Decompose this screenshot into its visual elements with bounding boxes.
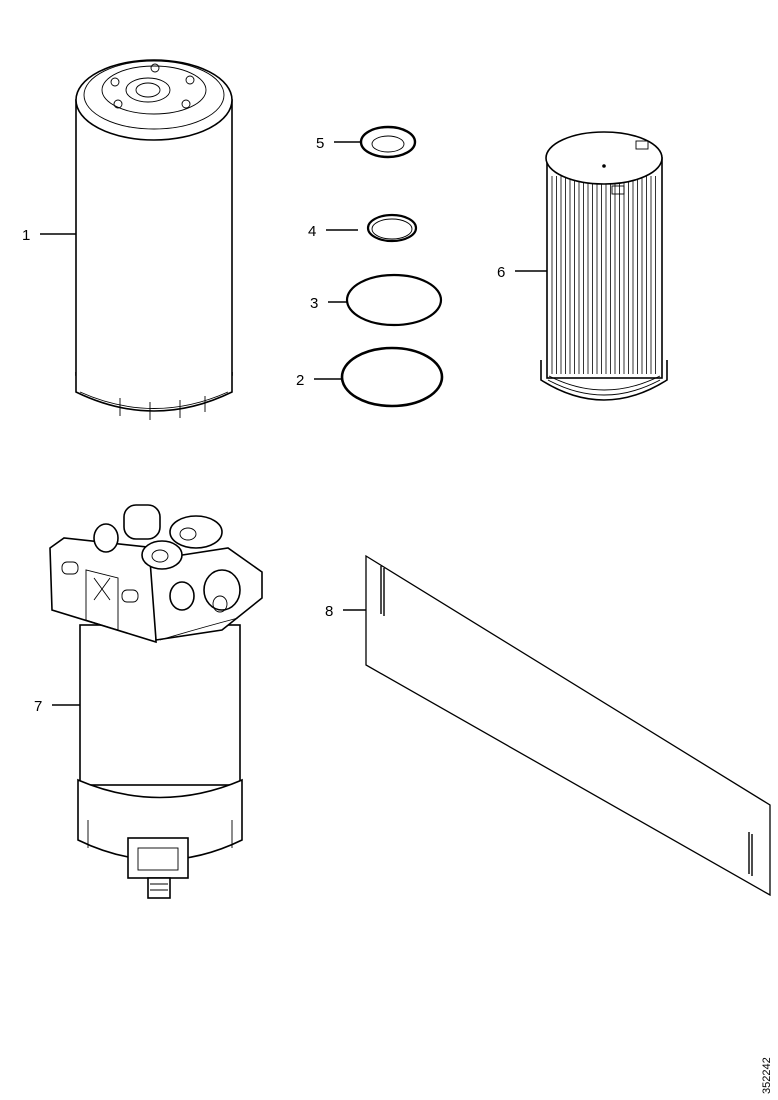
callout-3: 3 xyxy=(310,295,348,312)
part-3-medium-o-ring xyxy=(345,273,443,327)
part-1-filter-cartridge xyxy=(75,59,233,420)
callout-2: 2 xyxy=(296,372,342,389)
figure-number: 352242 xyxy=(761,1057,773,1094)
part-2-large-o-ring xyxy=(340,346,444,408)
callout-6-label: 6 xyxy=(497,264,505,281)
callout-4: 4 xyxy=(308,223,358,240)
callout-4-label: 4 xyxy=(308,223,316,240)
callout-8: 8 xyxy=(325,603,366,620)
part-6-filter-element xyxy=(540,131,668,401)
callout-6: 6 xyxy=(497,264,547,281)
callout-1-label: 1 xyxy=(22,227,30,244)
callout-7-label: 7 xyxy=(34,698,42,715)
part-8-label-sheet xyxy=(365,554,771,897)
callout-8-label: 8 xyxy=(325,603,333,620)
callout-5-label: 5 xyxy=(316,135,324,152)
part-7-filter-housing xyxy=(49,504,263,899)
callout-5: 5 xyxy=(316,135,361,152)
callout-2-label: 2 xyxy=(296,372,304,389)
callout-1: 1 xyxy=(22,227,76,244)
part-4-small-o-ring xyxy=(366,213,418,243)
callout-7: 7 xyxy=(34,698,80,715)
callout-3-label: 3 xyxy=(310,295,318,312)
part-5-sealing-washer xyxy=(359,125,417,159)
